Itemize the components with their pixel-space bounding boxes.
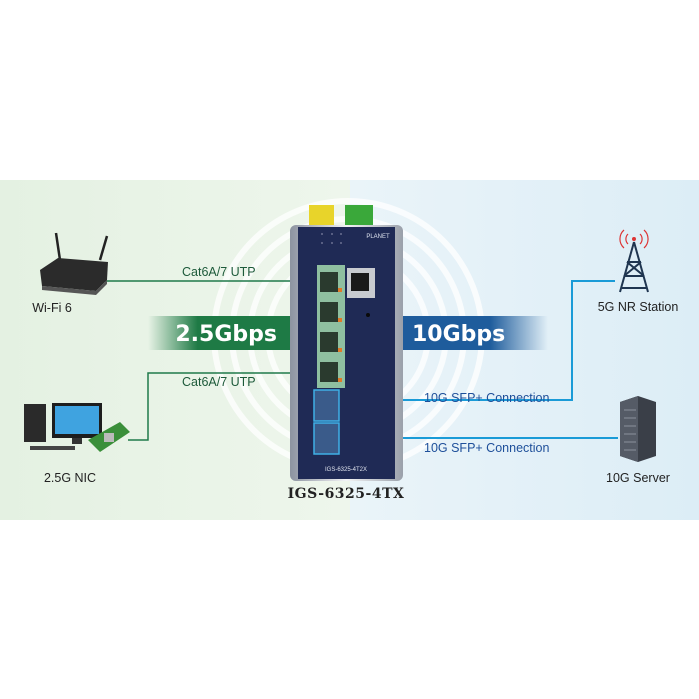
sfp-cable-top xyxy=(333,280,615,401)
pc-nic-icon xyxy=(24,403,130,452)
server-rack-icon xyxy=(620,396,656,462)
speed-right: 10Gbps xyxy=(412,322,505,347)
wifi-router-icon xyxy=(40,232,109,295)
utp-label-top: Cat6A/7 UTP xyxy=(182,265,256,279)
sfp-label-bottom: 10G SFP+ Connection xyxy=(424,441,549,455)
sfp-port-2 xyxy=(313,422,340,455)
power-connector-green xyxy=(345,205,373,227)
switch-device: PLANET IGS-6325-4T2X xyxy=(290,205,403,481)
label-wifi: Wi-Fi 6 xyxy=(32,301,72,315)
speed-banner-left xyxy=(148,316,290,350)
sfp-port-1 xyxy=(313,389,340,422)
brand-logo: PLANET xyxy=(366,234,390,240)
speed-banner-right xyxy=(403,316,548,350)
speed-left: 2.5Gbps xyxy=(175,322,277,347)
switch-model: IGS-6325-4TX xyxy=(288,486,405,502)
utp-cable-bottom xyxy=(128,372,333,441)
label-station: 5G NR Station xyxy=(598,300,679,314)
power-connector-yellow xyxy=(309,205,334,227)
sfp-label-top: 10G SFP+ Connection xyxy=(424,391,549,405)
label-server: 10G Server xyxy=(606,471,670,485)
utp-label-bottom: Cat6A/7 UTP xyxy=(182,375,256,389)
cell-tower-icon xyxy=(619,229,649,293)
panel-label: IGS-6325-4T2X xyxy=(325,467,367,473)
label-nic: 2.5G NIC xyxy=(44,471,96,485)
